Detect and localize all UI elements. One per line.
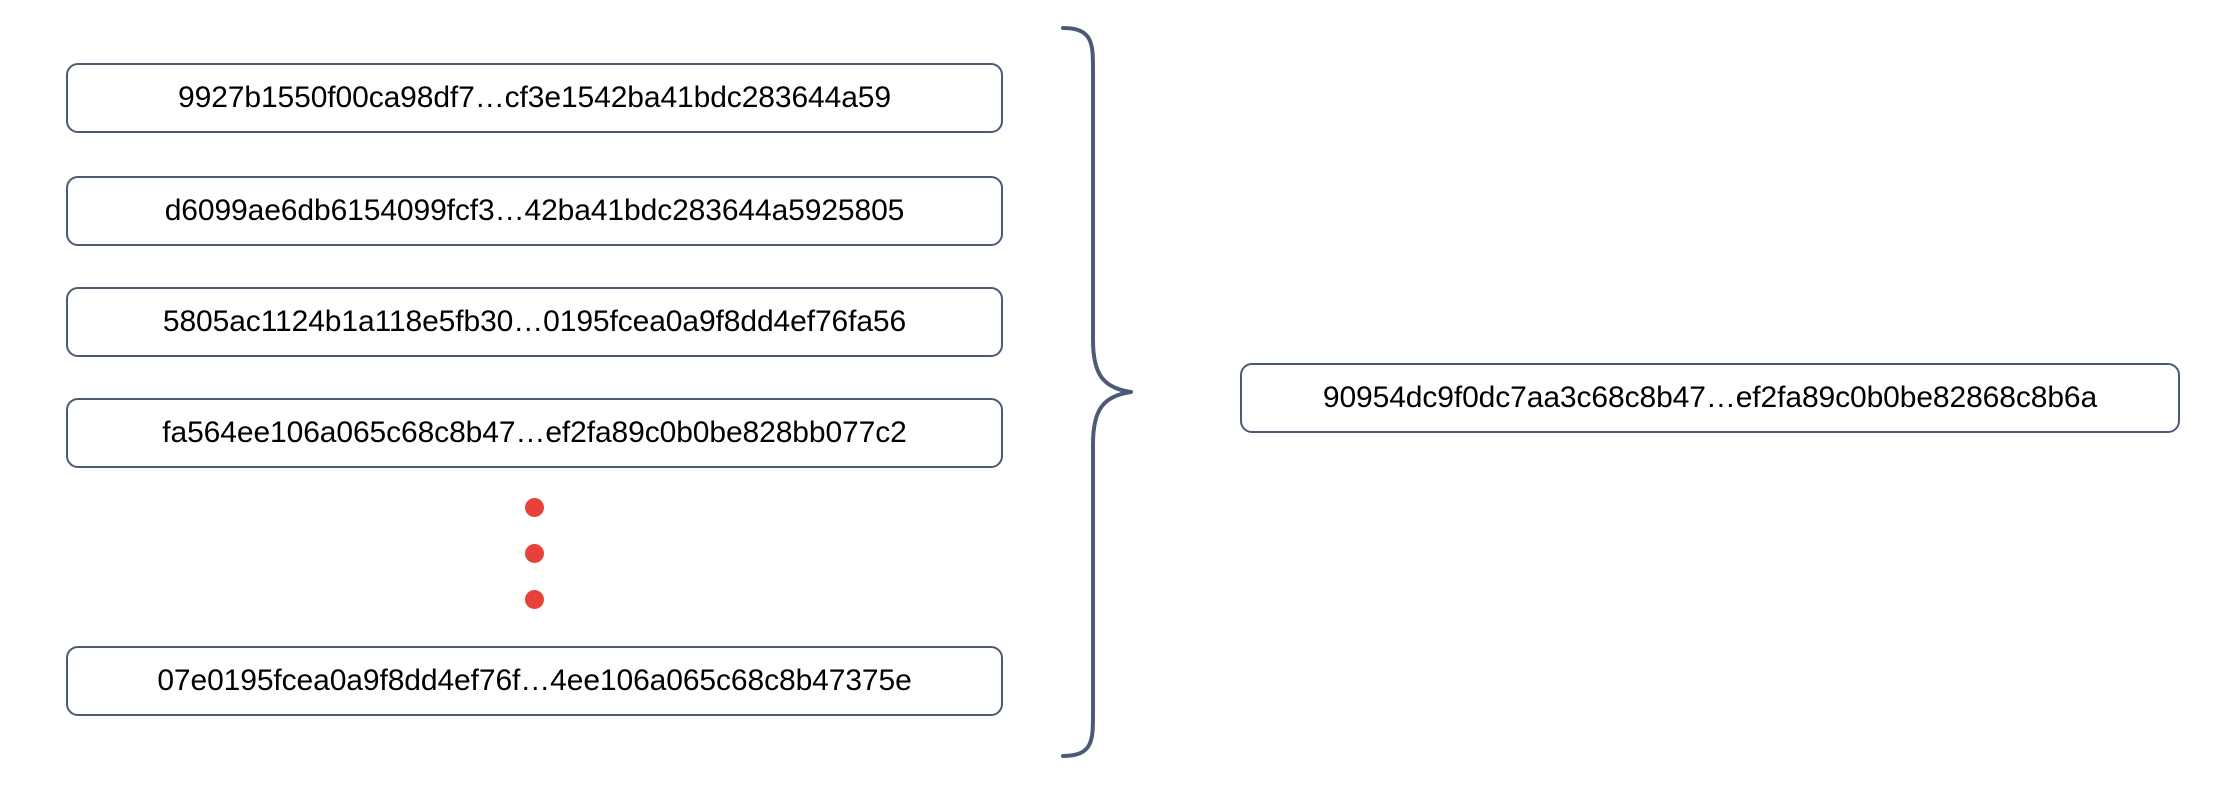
input-hash-text-1: 9927b1550f00ca98df7…cf3e1542ba41bdc28364…	[178, 81, 891, 114]
input-hash-box-4[interactable]: fa564ee106a065c68c8b47…ef2fa89c0b0be828b…	[66, 398, 1003, 468]
input-hash-text-last: 07e0195fcea0a9f8dd4ef76f…4ee106a065c68c8…	[157, 664, 912, 697]
input-hash-text-2: d6099ae6db6154099fcf3…42ba41bdc283644a59…	[164, 194, 905, 227]
vertical-ellipsis-icon	[0, 498, 1069, 609]
input-hash-box-2[interactable]: d6099ae6db6154099fcf3…42ba41bdc283644a59…	[66, 176, 1003, 246]
input-hash-text-3: 5805ac1124b1a118e5fb30…0195fcea0a9f8dd4e…	[162, 305, 907, 338]
ellipsis-dot-1	[525, 498, 544, 517]
ellipsis-dot-3	[525, 590, 544, 609]
input-hash-box-last[interactable]: 07e0195fcea0a9f8dd4ef76f…4ee106a065c68c8…	[66, 646, 1003, 716]
input-hash-text-4: fa564ee106a065c68c8b47…ef2fa89c0b0be828b…	[162, 416, 907, 449]
curly-brace-svg	[1061, 26, 1133, 758]
output-hash-text: 90954dc9f0dc7aa3c68c8b47…ef2fa89c0b0be82…	[1322, 381, 2098, 414]
input-hash-box-1[interactable]: 9927b1550f00ca98df7…cf3e1542ba41bdc28364…	[66, 63, 1003, 133]
output-hash-box[interactable]: 90954dc9f0dc7aa3c68c8b47…ef2fa89c0b0be82…	[1240, 363, 2180, 433]
input-hash-box-3[interactable]: 5805ac1124b1a118e5fb30…0195fcea0a9f8dd4e…	[66, 287, 1003, 357]
curly-brace-icon	[1045, 22, 1145, 762]
ellipsis-dot-2	[525, 544, 544, 563]
